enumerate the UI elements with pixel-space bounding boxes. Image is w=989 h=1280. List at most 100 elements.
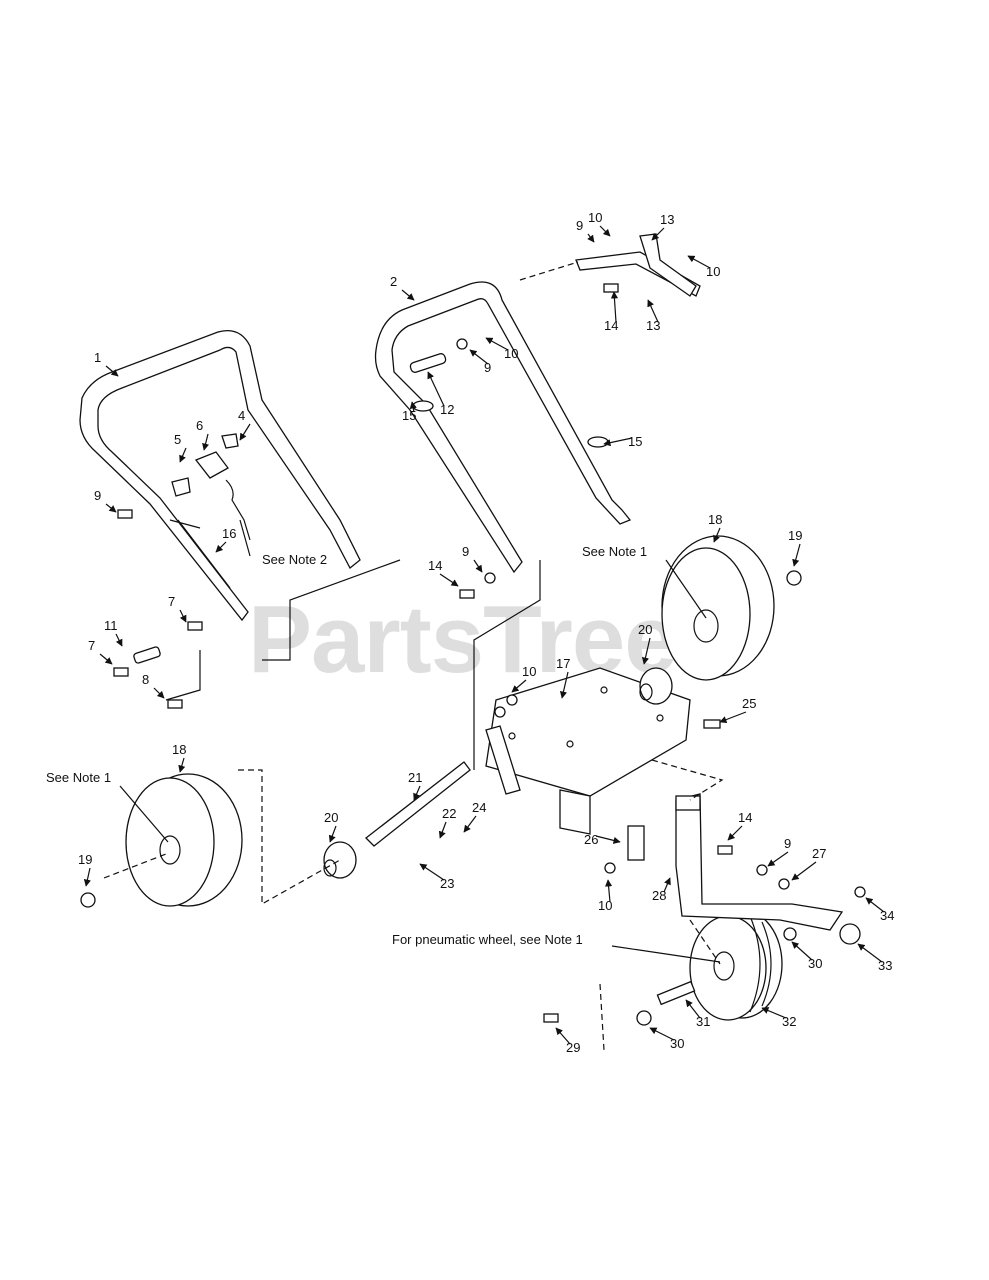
callout-c24: 24 [472,800,486,815]
callout-c10e: 10 [598,898,612,913]
callout-arrow-c12 [427,371,445,407]
callout-arrow-c17 [559,671,569,699]
callout-c17: 17 [556,656,570,671]
plate-part-26 [627,825,645,861]
callout-arrow-c2 [401,289,415,301]
callout-c26: 26 [584,832,598,847]
callout-c27: 27 [812,846,826,861]
callout-c25: 25 [742,696,756,711]
callout-arrow-c14a [610,291,619,323]
callout-arrow-c32 [761,1007,787,1019]
callout-c1: 1 [94,350,101,365]
callout-c13b: 13 [646,318,660,333]
callout-arrow-c13a [651,227,665,241]
callout-arrow-c9e [767,851,789,867]
callout-c14a: 14 [604,318,618,333]
clip-part-11 [133,646,161,664]
callout-arrow-c9d [473,559,483,573]
callout-c21: 21 [408,770,422,785]
callout-arrow-c5 [179,447,187,463]
callout-c2: 2 [390,274,397,289]
callout-c19b: 19 [78,852,92,867]
callout-c28: 28 [652,888,666,903]
callout-arrow-c19a [792,543,801,567]
callout-arrow-c8 [153,687,165,699]
callout-arrow-c19b [83,867,91,887]
callout-arrow-c16 [215,541,227,553]
callout-arrow-c14b [439,573,459,587]
callout-arrow-c23 [419,863,445,881]
upper-handle-part-2 [374,281,632,574]
callout-arrow-c26 [595,835,621,844]
callout-c6: 6 [196,418,203,433]
callout-arrow-c33 [857,943,883,963]
callout-arrow-c29 [555,1027,571,1045]
callout-layer: 1245677899999101010101011121313141414151… [78,210,894,1055]
callout-arrow-c15a [409,401,417,413]
callout-arrow-c20a [641,637,651,665]
callout-arrow-c10c [485,337,509,351]
callout-arrow-c20b [328,825,337,843]
callout-c13a: 13 [660,212,674,227]
callout-arrow-c9b [587,233,595,243]
callout-arrow-c4 [239,423,251,441]
callout-arrow-c10e [605,879,613,903]
callout-arrow-c6 [202,433,210,451]
callout-arrow-c30a [791,941,813,961]
explode-lines [103,261,724,1051]
callout-c22: 22 [442,806,456,821]
pneumatic-note-label: For pneumatic wheel, see Note 1 [392,932,583,947]
callout-arrow-c1 [105,365,119,377]
callout-arrow-c9a [105,503,117,513]
callout-arrow-c9c [469,349,489,365]
callout-c4: 4 [238,408,245,423]
callout-arrow-c15b [603,437,633,447]
callout-c14c: 14 [738,810,752,825]
callout-arrow-c14c [727,825,743,841]
caster-wheel-part-32 [689,909,783,1021]
note-1-left-label: See Note 1 [46,770,111,785]
callout-c9a: 9 [94,488,101,503]
callout-c20a: 20 [638,622,652,637]
note-2-label: See Note 2 [262,552,327,567]
spacer-part-20-left [323,841,357,879]
callout-c10a: 10 [588,210,602,225]
control-bracket-parts-4-5-6 [171,433,251,541]
callout-arrow-c27 [791,861,817,881]
callout-c5: 5 [174,432,181,447]
callout-c30b: 30 [670,1036,684,1051]
callout-c20b: 20 [324,810,338,825]
note-leaders [119,519,721,963]
callout-arrow-c7b [99,653,113,665]
callout-arrow-c13b [647,299,659,323]
callout-c14b: 14 [428,558,442,573]
callout-arrow-c10a [599,225,611,237]
callout-c9d: 9 [462,544,469,559]
callout-c19a: 19 [788,528,802,543]
callout-arrow-c18a [713,527,721,543]
callout-arrow-c24 [463,815,477,833]
callout-arrow-c21 [413,785,421,801]
callout-c10c: 10 [504,346,518,361]
callout-c7b: 7 [88,638,95,653]
callout-c12: 12 [440,402,454,417]
caster-fork-part-28 [675,793,844,931]
callout-arrow-c10d [511,679,527,693]
note-1-right-label: See Note 1 [582,544,647,559]
callout-c16: 16 [222,526,236,541]
callout-c9c: 9 [484,360,491,375]
callout-c18b: 18 [172,742,186,757]
hardware [80,283,866,1026]
callout-arrow-c34 [865,897,885,913]
callout-c15a: 15 [402,408,416,423]
callout-c8: 8 [142,672,149,687]
callout-c15b: 15 [628,434,642,449]
bushing-part-33 [839,923,861,945]
callout-arrow-c25 [719,711,747,724]
callout-c9e: 9 [784,836,791,851]
callout-arrow-c22 [438,821,447,839]
wheel-left-part-18 [125,773,243,907]
callout-c18a: 18 [708,512,722,527]
callout-c7a: 7 [168,594,175,609]
